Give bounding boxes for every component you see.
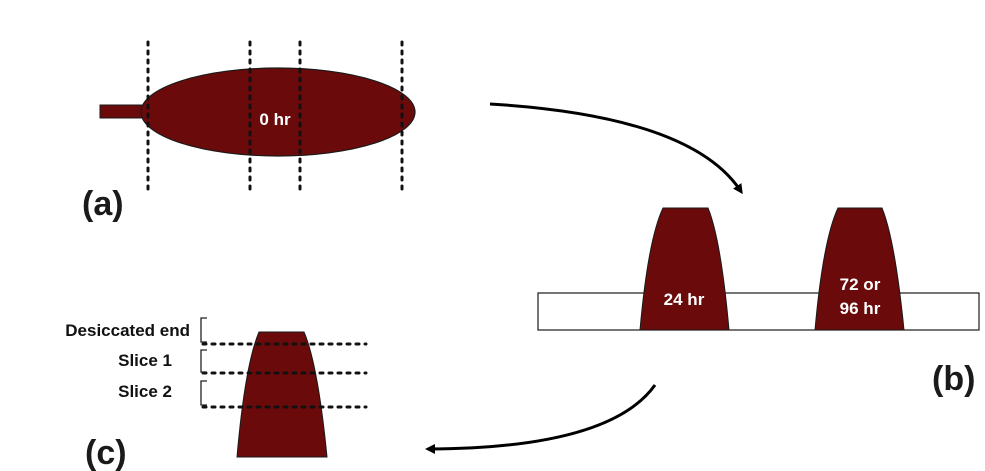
time-label-96-line2: 96 hr [840,299,881,318]
label-slice-1: Slice 1 [118,351,172,370]
cut-lines [146,40,404,197]
organ-ellipse [140,67,416,157]
slice-lines [201,342,368,409]
bracket-desiccated [200,317,207,343]
slice-24hr-shape [639,207,730,331]
sample-shape [236,331,328,458]
panel-letter-a: (a) [82,185,124,223]
support-tray [537,292,980,331]
arrow-a-to-b [489,102,743,195]
panel-letter-c: (c) [85,434,127,471]
panel-c: Desiccated end Slice 1 Slice 2 (c) [65,317,368,471]
bracket-slice1 [200,349,207,373]
bracket-slice2 [200,380,207,406]
label-slice-2: Slice 2 [118,382,172,401]
label-desiccated-end: Desiccated end [65,321,190,340]
panel-b: 24 hr 72 or 96 hr (b) [537,207,980,398]
panel-letter-b: (b) [932,360,975,398]
time-label-72-line1: 72 or [840,275,881,294]
time-label-24hr: 24 hr [664,290,705,309]
slice-72-96hr-shape [814,207,905,331]
arrow-b-to-c [425,384,657,454]
time-label-0hr: 0 hr [259,110,291,129]
brackets [200,317,207,406]
panel-a: 0 hr (a) [82,40,416,223]
